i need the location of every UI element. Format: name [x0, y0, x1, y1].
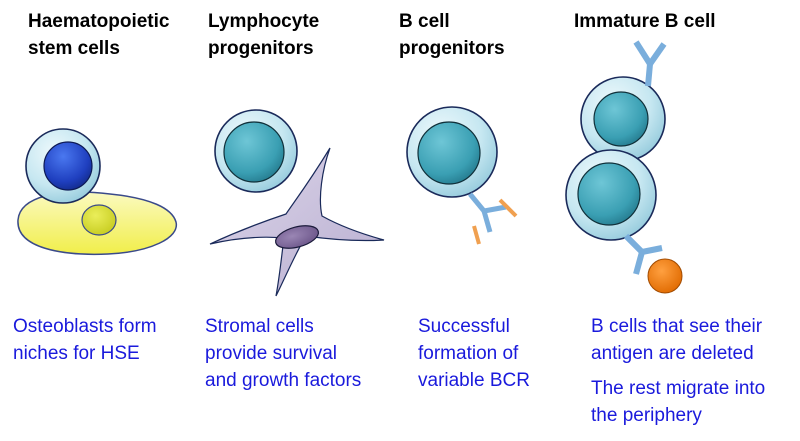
heading-line: B cell	[399, 11, 450, 32]
caption-stromal-cells: Stromal cells provide survival and growt…	[205, 313, 361, 394]
bcr-receptor-progenitor	[468, 192, 518, 245]
caption-line: provide survival	[205, 343, 337, 364]
heading-lymphocyte-progenitors: Lymphocyte progenitors	[208, 8, 319, 62]
haematopoietic-stem-cell	[25, 128, 101, 204]
caption-line: variable BCR	[418, 370, 530, 391]
caption-line: Osteoblasts form	[13, 316, 157, 337]
osteoblast-cell	[17, 191, 177, 256]
caption-line: and growth factors	[205, 370, 362, 391]
caption-variable-bcr: Successful formation of variable BCR	[418, 313, 530, 394]
b-cell-progenitor	[406, 106, 498, 198]
caption-line: formation of	[418, 343, 519, 364]
bcr-receptor-top	[633, 40, 667, 87]
caption-line: the periphery	[591, 405, 702, 426]
caption-line: Successful	[418, 316, 510, 337]
bcr-receptor-bottom	[623, 233, 663, 275]
heading-line: Lymphocyte	[208, 11, 320, 32]
heading-line: stem cells	[28, 38, 120, 59]
heading-immature-b-cell: Immature B cell	[574, 8, 716, 35]
caption-line: niches for HSE	[13, 343, 140, 364]
self-antigen	[647, 258, 683, 294]
immature-b-cell-top	[580, 76, 666, 162]
heading-haematopoietic-stem-cells: Haematopoietic stem cells	[28, 8, 169, 62]
caption-line: The rest migrate into	[591, 378, 766, 399]
caption-line: B cells that see their	[591, 316, 763, 337]
caption-immature-b-cells: B cells that see their antigen are delet…	[591, 313, 765, 429]
caption-line: antigen are deleted	[591, 343, 754, 364]
heading-line: progenitors	[399, 38, 505, 59]
stromal-cell	[209, 147, 385, 297]
immature-b-cell-bottom	[565, 149, 657, 241]
heading-line: Immature B cell	[574, 11, 716, 32]
caption-osteoblasts: Osteoblasts form niches for HSE	[13, 313, 157, 367]
lymphocyte-progenitor-cell	[214, 109, 298, 193]
heading-line: progenitors	[208, 38, 314, 59]
caption-line: Stromal cells	[205, 316, 314, 337]
heading-b-cell-progenitors: B cell progenitors	[399, 8, 505, 62]
heading-line: Haematopoietic	[28, 11, 170, 32]
